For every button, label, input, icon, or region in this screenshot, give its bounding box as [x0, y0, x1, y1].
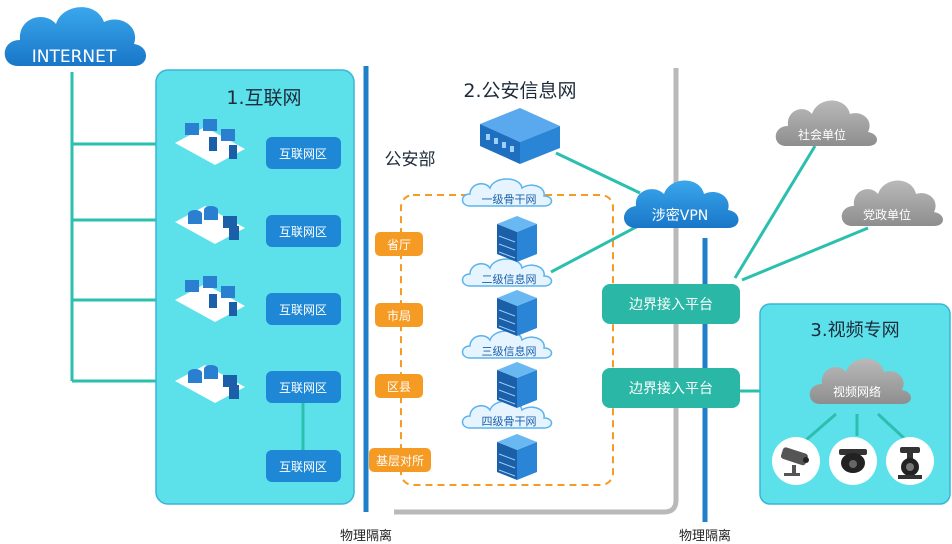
video-network-cloud: 视频网络 — [809, 358, 911, 404]
ministry-label: 公安部 — [385, 150, 436, 170]
ptz-camera-icon — [886, 437, 934, 485]
server-rack-icon — [497, 290, 537, 336]
internet-zone-node-3: 互联网区 — [266, 293, 341, 325]
ministry-building-icon — [480, 108, 560, 164]
svg-text:三级信息网: 三级信息网 — [482, 344, 537, 358]
provincial-network-region — [400, 194, 614, 486]
level-badge-city: 市局 — [375, 303, 423, 327]
internet-zone-node-5: 互联网区 — [266, 450, 341, 482]
public-security-boundary-line — [394, 68, 679, 515]
external-unit-social: 社会单位 — [775, 100, 877, 146]
svg-text:互联网区: 互联网区 — [279, 147, 327, 161]
svg-text:互联网区: 互联网区 — [279, 303, 327, 317]
level-badge-grassroots: 基层对所 — [369, 448, 431, 472]
server-rack-icon — [497, 216, 537, 262]
vpn-label: 涉密VPN — [652, 207, 709, 224]
internet-zone-node-4: 互联网区 — [266, 371, 341, 403]
internet-zone-node-2: 互联网区 — [266, 215, 341, 247]
svg-text:互联网区: 互联网区 — [279, 225, 327, 239]
border-access-platform-2: 边界接入平台 — [602, 368, 740, 408]
internet-zone-node-1: 互联网区 — [266, 137, 341, 169]
server-rack-icon — [497, 434, 537, 480]
svg-text:互联网区: 互联网区 — [279, 381, 327, 395]
external-unit-government: 党政单位 — [841, 180, 943, 226]
svg-text:一级骨干网: 一级骨干网 — [482, 193, 537, 206]
svg-text:视频网络: 视频网络 — [833, 384, 881, 399]
svg-text:二级信息网: 二级信息网 — [482, 272, 537, 286]
svg-text:四级骨干网: 四级骨干网 — [482, 415, 537, 428]
level-badge-district: 区县 — [375, 374, 423, 398]
vpn-cloud: 涉密VPN — [624, 180, 739, 228]
bullet-camera-icon — [772, 437, 820, 485]
isolation-label-left: 物理隔离 — [340, 528, 392, 544]
svg-text:边界接入平台: 边界接入平台 — [629, 380, 713, 397]
svg-text:社会单位: 社会单位 — [798, 127, 846, 142]
server-storage-group-4 — [175, 365, 245, 403]
svg-text:互联网区: 互联网区 — [279, 460, 327, 474]
border-access-platform-1: 边界接入平台 — [602, 284, 740, 324]
workstation-group-1 — [175, 119, 245, 165]
cloud-level-3: 三级信息网 — [461, 330, 553, 359]
svg-text:基层对所: 基层对所 — [376, 454, 424, 468]
internet-label: INTERNET — [32, 47, 117, 67]
server-storage-group-2 — [175, 206, 245, 244]
svg-text:边界接入平台: 边界接入平台 — [629, 296, 713, 313]
svg-text:党政单位: 党政单位 — [863, 207, 911, 222]
svg-text:省厅: 省厅 — [387, 238, 411, 252]
public-security-net-title: 2.公安信息网 — [463, 80, 576, 102]
cloud-level-2: 二级信息网 — [461, 258, 553, 287]
dome-camera-icon — [829, 437, 877, 485]
level-badge-province: 省厅 — [375, 232, 423, 256]
svg-text:市局: 市局 — [387, 308, 411, 323]
isolation-label-right: 物理隔离 — [679, 528, 731, 544]
cloud-level-4: 四级骨干网 — [461, 400, 553, 429]
workstation-group-3 — [175, 276, 245, 322]
internet-cloud: INTERNET — [4, 7, 146, 67]
internet-tree-lines — [70, 72, 156, 383]
cloud-level-1: 一级骨干网 — [461, 178, 553, 207]
svg-text:区县: 区县 — [387, 380, 411, 394]
server-rack-icon — [497, 362, 537, 408]
internet-zone-title: 1.互联网 — [226, 87, 301, 109]
camera-links — [805, 412, 908, 442]
vpn-links — [550, 151, 641, 274]
video-net-title: 3.视频专网 — [810, 320, 899, 341]
